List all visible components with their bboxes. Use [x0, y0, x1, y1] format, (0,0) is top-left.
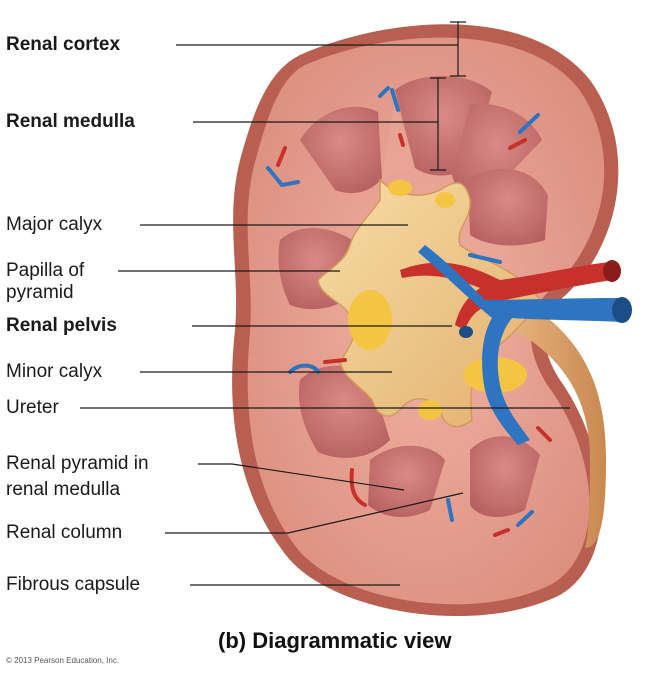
- figure-caption: (b) Diagrammatic view: [218, 628, 452, 653]
- copyright-notice: © 2013 Pearson Education, Inc.: [6, 656, 120, 665]
- leader-cortex-bracket: [450, 21, 466, 77]
- label-ureter: Ureter: [6, 397, 59, 418]
- renal-artery-opening: [603, 260, 621, 282]
- leader-medulla-bracket: [430, 77, 446, 171]
- small-vessels: [266, 86, 552, 537]
- leader-renal-column: [165, 492, 464, 534]
- label-minor-calyx: Minor calyx: [6, 361, 103, 382]
- label-renal-pyramid-line1: Renal pyramid in: [6, 453, 149, 474]
- renal-pyramids: [278, 75, 548, 517]
- label-renal-medulla: Renal medulla: [6, 111, 135, 132]
- ureter-tube: [515, 312, 606, 548]
- label-papilla-line1: Papilla of: [6, 260, 85, 281]
- label-renal-pelvis: Renal pelvis: [6, 315, 117, 336]
- renal-columns: [382, 100, 470, 452]
- label-fibrous-capsule: Fibrous capsule: [6, 574, 141, 595]
- renal-pelvis-calyces: [317, 178, 541, 428]
- renal-vein: [418, 245, 622, 445]
- leader-lines: [80, 21, 570, 586]
- label-renal-pyramid-line2: renal medulla: [6, 479, 121, 500]
- label-papilla-line2: pyramid: [6, 282, 74, 303]
- renal-sinus-fat: [348, 180, 527, 420]
- renal-vein-opening: [612, 297, 632, 323]
- vessel-cut-end: [459, 326, 473, 338]
- leader-renal-pyramid: [198, 463, 405, 491]
- label-renal-cortex: Renal cortex: [6, 34, 121, 55]
- label-renal-column: Renal column: [6, 522, 123, 543]
- label-major-calyx: Major calyx: [6, 214, 103, 235]
